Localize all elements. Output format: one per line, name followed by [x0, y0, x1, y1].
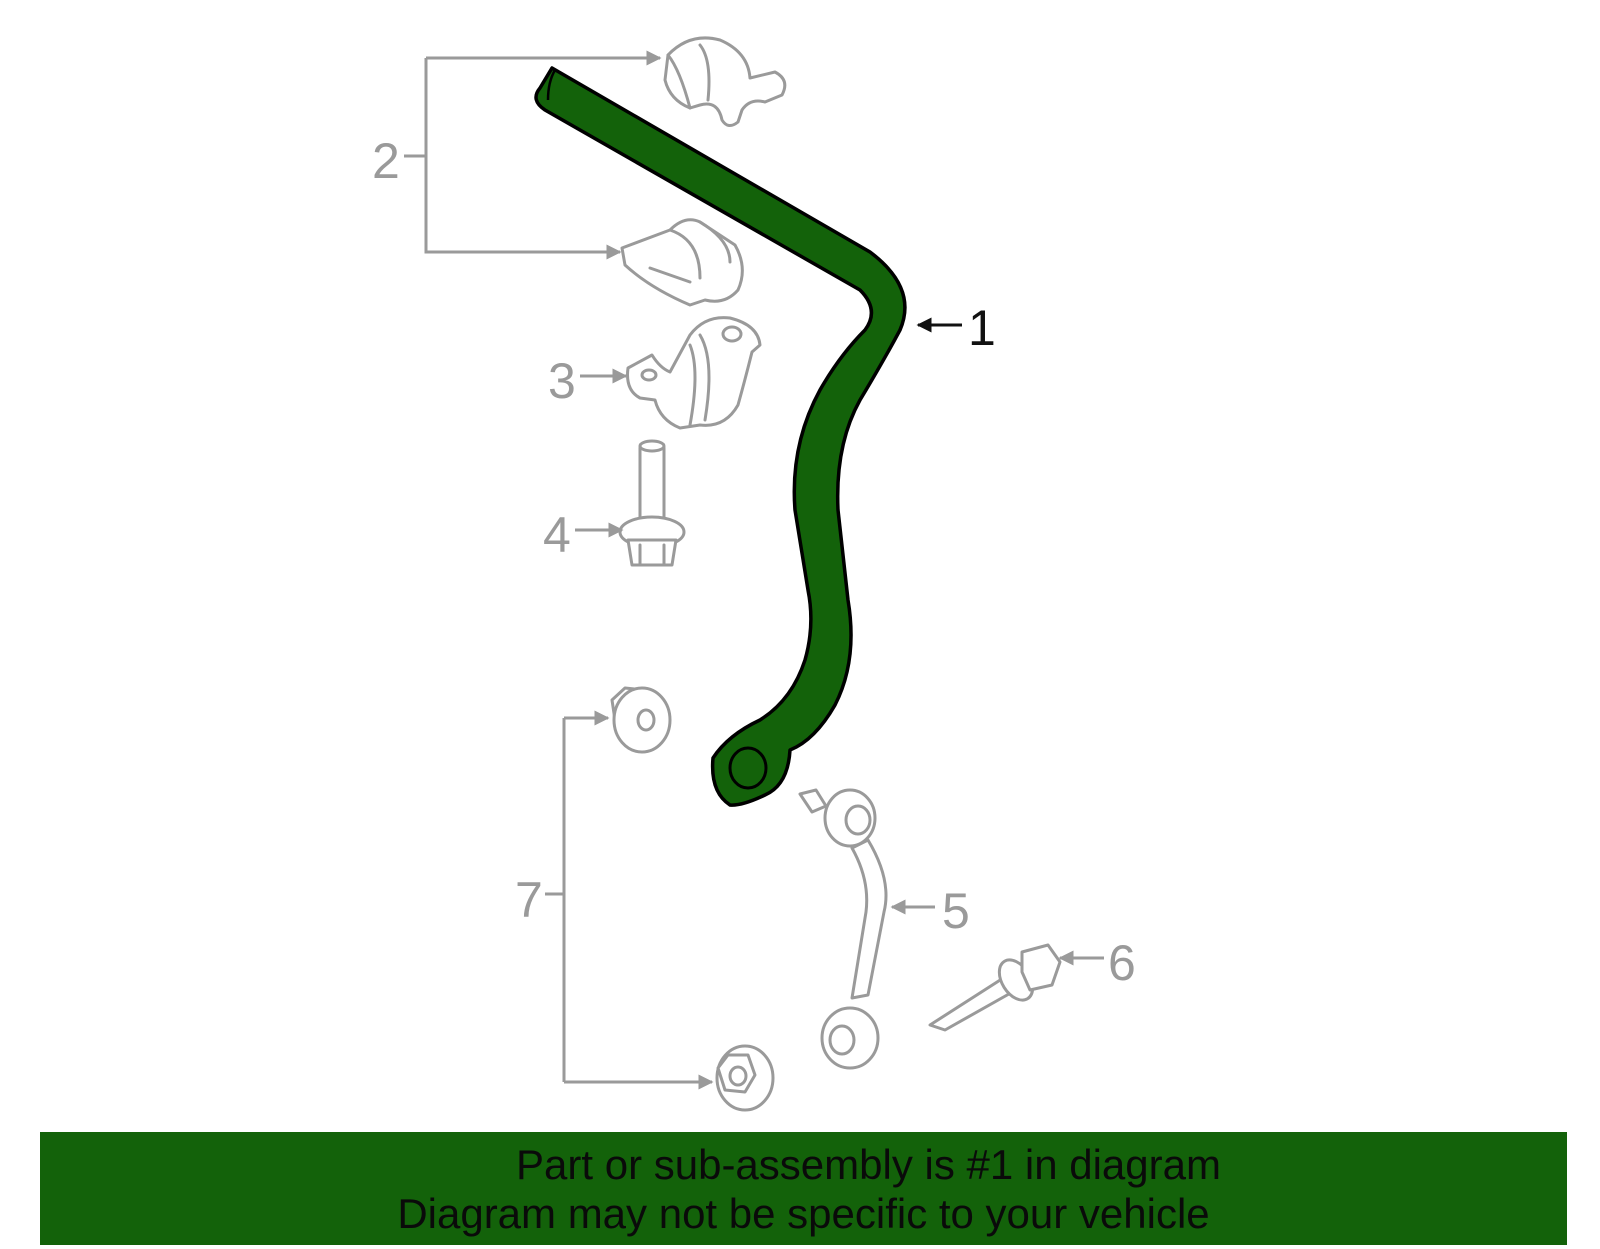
bracket-part-3[interactable] — [626, 316, 762, 430]
stabilizer-link-part-5[interactable] — [798, 788, 888, 1070]
callout-6: 6 — [1108, 935, 1136, 991]
bushing-lower-part-2[interactable] — [620, 218, 744, 307]
stabilizer-bar-part-1[interactable] — [534, 66, 907, 807]
banner-line-1: Part or sub-assembly is #1 in diagram — [516, 1140, 1221, 1188]
banner-line-2: Diagram may not be specific to your vehi… — [397, 1189, 1210, 1237]
bolt-part-6[interactable] — [928, 943, 1062, 1032]
callout-2: 2 — [372, 133, 400, 189]
callout-7: 7 — [515, 872, 543, 928]
parts-diagram: 1 2 3 4 5 6 7 — [372, 36, 1136, 1112]
nut-lower-part-7[interactable] — [715, 1044, 775, 1112]
nut-upper-part-7[interactable] — [610, 686, 672, 754]
callout-3: 3 — [548, 353, 576, 409]
leader-lines — [404, 50, 1104, 1090]
bushing-upper-part-2[interactable] — [663, 36, 787, 127]
info-banner: Part or sub-assembly is #1 in diagram Di… — [40, 1132, 1567, 1245]
callout-1: 1 — [968, 300, 996, 356]
callout-5: 5 — [942, 883, 970, 939]
callout-4: 4 — [543, 507, 571, 563]
bolt-part-4[interactable] — [618, 439, 686, 567]
